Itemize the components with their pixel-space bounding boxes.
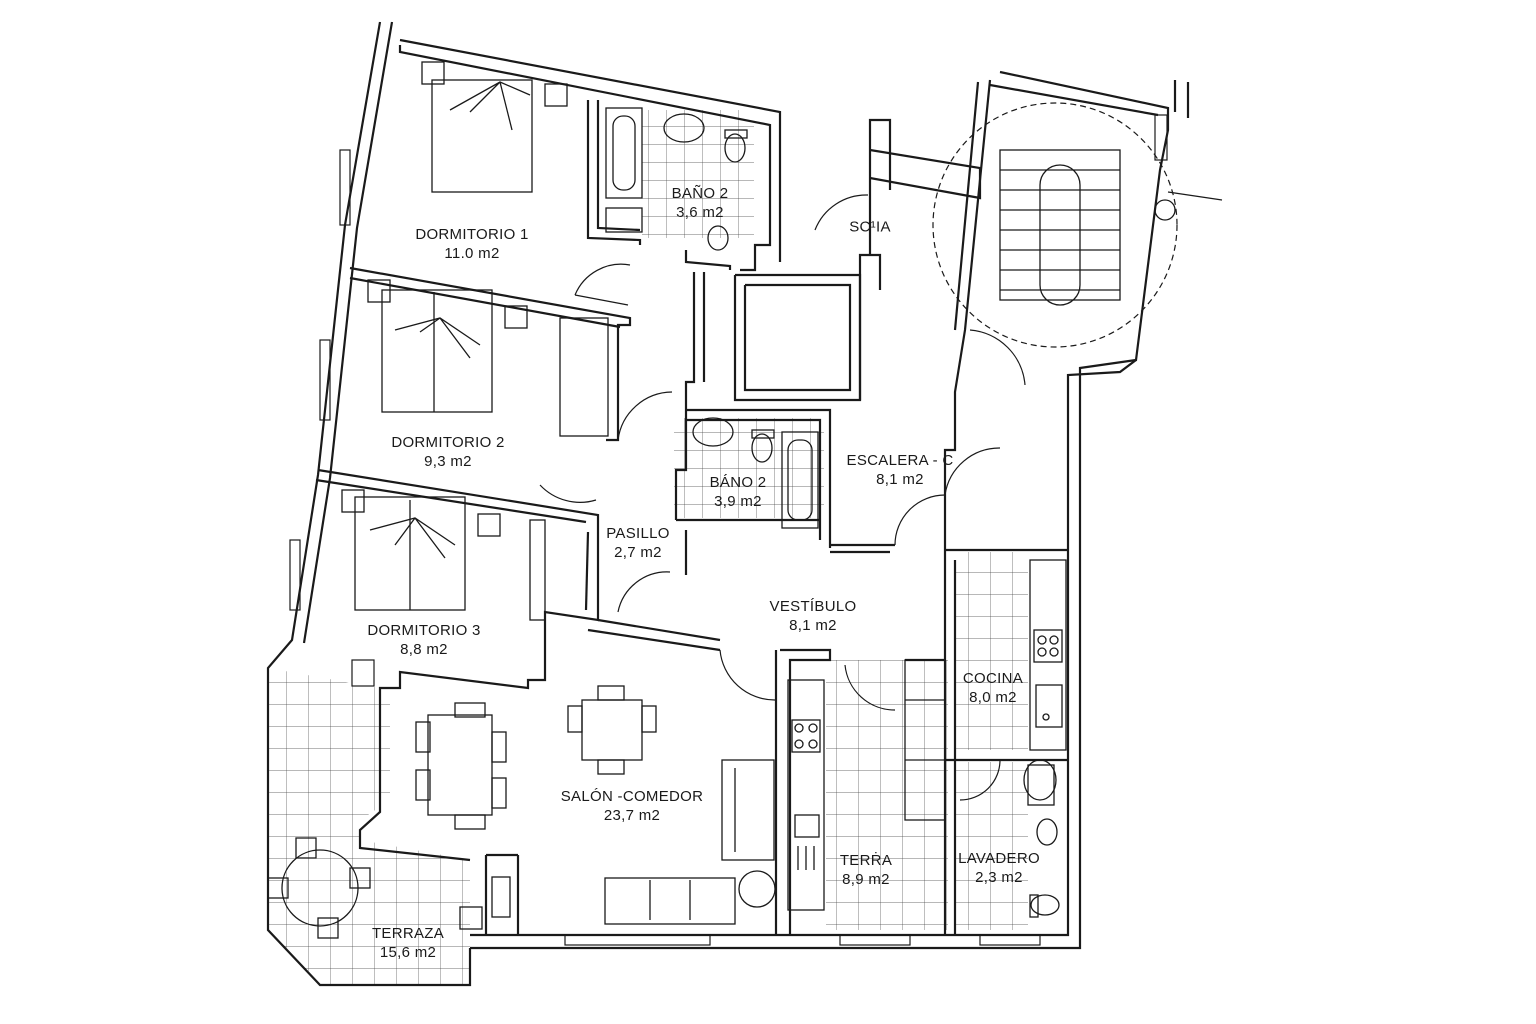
windows xyxy=(289,114,1168,946)
room-area: 23,7 m2 xyxy=(603,807,661,824)
room-area: 9,3 m2 xyxy=(424,453,472,470)
tiled-floors xyxy=(268,110,1028,985)
bathroom-fixtures xyxy=(605,107,1060,918)
room-name: DORMITORIO 2 xyxy=(391,434,505,451)
room-name: SALÓN -COMEDOR xyxy=(560,788,704,805)
room-name: DORMITORIO 3 xyxy=(367,622,481,639)
room-area: 2,3 m2 xyxy=(975,869,1023,886)
exterior-walls xyxy=(266,21,1170,987)
room-label-dormitorio-2: DORMITORIO 2 9,3 m2 xyxy=(391,433,504,471)
room-area: 8,0 m2 xyxy=(969,689,1017,706)
room-label-dormitorio-3: DORMITORIO 3 8,8 m2 xyxy=(367,621,480,659)
room-area: 8,1 m2 xyxy=(789,617,837,634)
room-label-bano-2-lower: BÁNO 2 3,9 m2 xyxy=(710,473,767,511)
room-name: VESTÍBULO xyxy=(769,598,857,615)
room-name: TERRAZA xyxy=(371,925,445,942)
room-name: ESCALERA - C xyxy=(846,452,954,469)
room-name: BÁNO 2 xyxy=(709,474,767,491)
room-label-terraza: TERRAZA 15,6 m2 xyxy=(372,924,444,962)
room-label-pasillo: PASILLO 2,7 m2 xyxy=(606,524,670,562)
room-label-escalera-c: ESCALERA - C 8,1 m2 xyxy=(847,451,954,489)
room-label-lavadero: LAVADERO 2,3 m2 xyxy=(958,849,1040,887)
kitchen-fixtures xyxy=(787,559,1067,911)
room-label-salon-comedor: SALÓN -COMEDOR 23,7 m2 xyxy=(561,787,704,825)
beds xyxy=(341,61,568,611)
room-name: BAÑO 2 xyxy=(671,185,729,202)
doors xyxy=(539,194,1026,801)
room-name: SC¹IA xyxy=(849,218,891,236)
room-name: COCINA xyxy=(962,670,1024,687)
wardrobes xyxy=(529,317,946,821)
terrace-table xyxy=(267,837,371,939)
room-label-cocina: COCINA 8,0 m2 xyxy=(963,669,1023,707)
room-area: 8,1 m2 xyxy=(876,471,924,488)
room-area: 11.0 m2 xyxy=(444,245,500,262)
stair-core xyxy=(932,80,1223,348)
room-name: DORMITORIO 1 xyxy=(415,226,529,243)
room-area: 3,9 m2 xyxy=(714,493,762,510)
room-area: 15,6 m2 xyxy=(379,944,437,961)
room-name: LAVADERO xyxy=(958,850,1040,867)
room-label-dormitorio-1: DORMITORIO 1 11.0 m2 xyxy=(415,225,528,263)
room-area: 8,8 m2 xyxy=(400,641,448,658)
room-label-terra: TERṘA 8,9 m2 xyxy=(840,851,892,889)
room-label-secadero: SC¹IA xyxy=(849,218,891,237)
room-area: 8,9 m2 xyxy=(842,871,890,888)
room-name: PASILLO xyxy=(606,525,670,542)
room-area: 2,7 m2 xyxy=(614,544,662,561)
room-name: TERṘA xyxy=(839,852,893,869)
room-label-bano-2-upper: BAÑO 2 3,6 m2 xyxy=(672,184,729,222)
room-label-vestibulo: VESTÍBULO 8,1 m2 xyxy=(770,597,857,635)
room-area: 3,6 m2 xyxy=(676,204,724,221)
living-dining-furniture xyxy=(415,685,776,930)
